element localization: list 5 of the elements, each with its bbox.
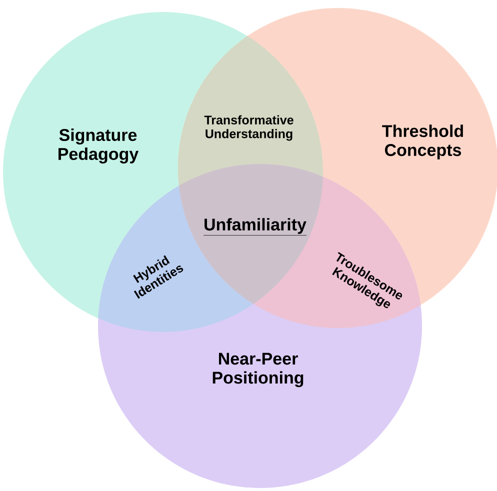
circle-label: Signature Pedagogy [58, 128, 139, 164]
overlap-label: Transformative Understanding [204, 115, 294, 141]
overlap-label: Unfamiliarity [203, 218, 307, 236]
circle-label: Threshold Concepts [382, 124, 463, 160]
circle-label: Near-Peer Positioning [212, 352, 304, 388]
